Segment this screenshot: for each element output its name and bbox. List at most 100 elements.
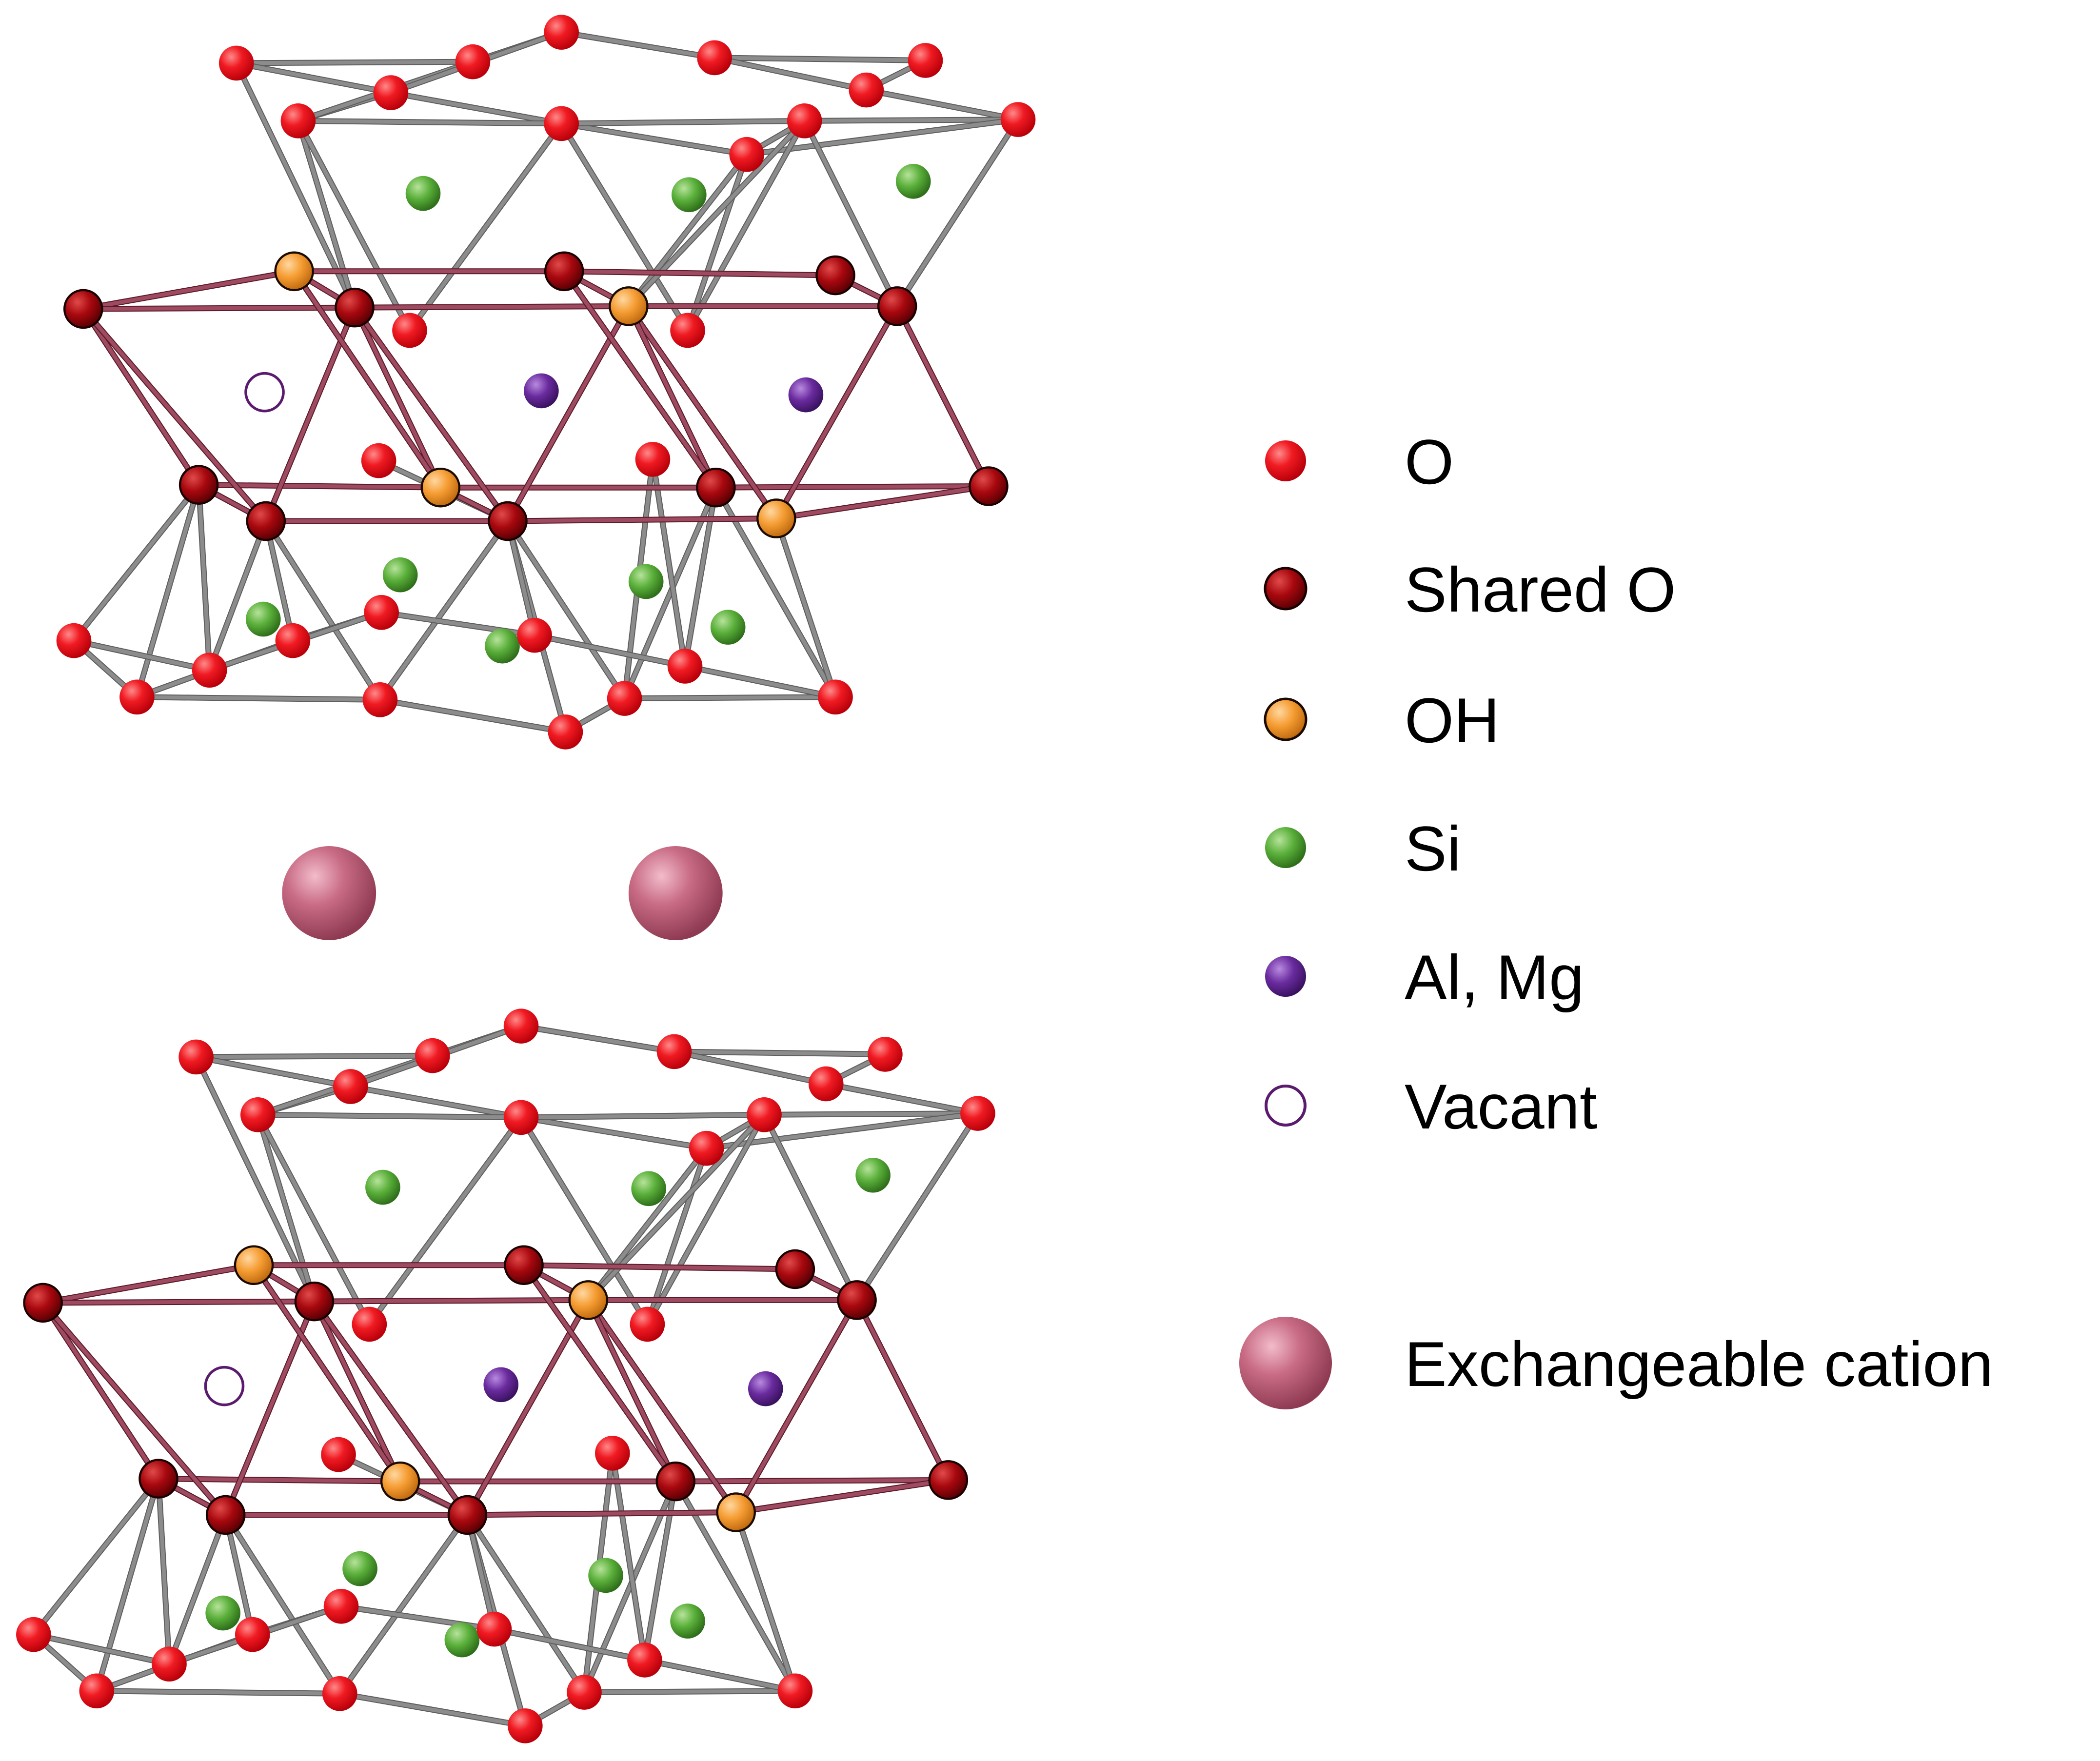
legend-item-al-mg: Al, Mg <box>1265 942 1584 1013</box>
octahedral-bond <box>353 305 443 490</box>
hydroxyl-atom <box>716 1492 756 1532</box>
shared-oxygen-atom <box>815 255 855 296</box>
silicon-legend-marker <box>1265 827 1306 868</box>
tetrahedral-bond <box>713 56 869 92</box>
tetrahedral-bond <box>296 119 357 310</box>
tetrahedral-bond <box>519 1112 767 1120</box>
tetrahedral-bond <box>582 1479 678 1695</box>
oxygen-atom <box>333 1069 368 1104</box>
oxygen-atom <box>415 1038 450 1073</box>
tetrahedral-bond <box>194 1053 435 1059</box>
octahedral-bond <box>41 1301 228 1517</box>
legend-item-oxygen: O <box>1265 426 1454 497</box>
octahedral-bond <box>586 1298 678 1484</box>
oxygen-atom <box>595 1436 630 1471</box>
tetrahedral-bond <box>713 485 837 699</box>
legend-item-shared-oxygen: Shared O <box>1264 554 1676 625</box>
shared-oxygen-atom <box>63 289 103 329</box>
octahedral-bond <box>312 1298 591 1304</box>
tetrahedral-bond <box>686 119 807 333</box>
octahedral-bond <box>41 1263 256 1305</box>
tetrahedral-bond <box>622 485 718 701</box>
octahedral-bond <box>713 484 991 490</box>
octahedral-bond <box>734 1478 951 1515</box>
octahedral-bond <box>353 304 631 310</box>
oxygen-atom <box>630 1306 665 1342</box>
tetrahedral-bond <box>194 1055 353 1088</box>
tetrahedral-bond <box>407 121 564 333</box>
oxygen-atom <box>322 1676 357 1711</box>
legend-label-oxygen: O <box>1405 426 1454 497</box>
tetrahedral-bond <box>223 1513 342 1696</box>
oxygen-atom <box>567 1675 602 1710</box>
shared-oxygen-atom <box>294 1281 335 1322</box>
oxygen-atom <box>192 653 227 688</box>
al-mg-atom <box>788 377 824 413</box>
octahedral-bond <box>506 516 778 523</box>
shared-oxygen-atom <box>544 251 584 292</box>
shared-oxygen-atom <box>246 501 286 541</box>
exchangeable-cation <box>282 846 376 940</box>
tetrahedral-bond <box>95 1689 342 1696</box>
shared-oxygen-atom <box>655 1461 696 1502</box>
oxygen-atom <box>235 1617 270 1652</box>
silicon-atom <box>245 601 281 637</box>
oxygen-atom <box>364 595 399 630</box>
octahedral-bond <box>674 1478 951 1484</box>
oxygen-atom <box>635 442 671 477</box>
silicon-atom <box>631 1171 666 1207</box>
hydroxyl-atom <box>568 1280 609 1320</box>
silicon-atom <box>672 177 707 213</box>
shared-oxygen-atom <box>447 1495 488 1535</box>
oxygen-atom <box>323 1588 359 1624</box>
octahedral-bond <box>562 269 837 277</box>
oxygen-atom <box>275 623 311 658</box>
tetrahedral-bond <box>582 1689 797 1695</box>
tetrahedral-bond <box>642 1479 678 1662</box>
octahedral-bond <box>895 304 991 488</box>
interlayer-cations <box>282 846 723 940</box>
octahedral-bond <box>292 269 443 490</box>
tetrahedral-bond <box>167 1513 228 1666</box>
tetrahedral-bond <box>674 1479 797 1693</box>
tetrahedral-bond <box>256 1112 317 1304</box>
tetrahedral-bond <box>296 119 564 126</box>
tetrahedral-bond <box>762 1112 859 1302</box>
oxygen-atom <box>178 1039 214 1075</box>
shared-oxygen-atom <box>205 1495 246 1535</box>
shared-oxygen-atom <box>178 465 219 505</box>
tetrahedral-bond <box>95 1477 160 1693</box>
tetrahedral-bond <box>713 56 928 62</box>
legend-label-hydroxyl: OH <box>1405 685 1500 756</box>
tetrahedral-bond <box>264 519 382 702</box>
oxygen-atom <box>373 75 409 110</box>
tetrahedral-bond <box>72 638 212 673</box>
tetrahedral-bond <box>802 118 1020 123</box>
oxygen-atom <box>868 1037 903 1072</box>
exchangeable-cation-legend-marker <box>1239 1317 1332 1409</box>
octahedral-bond <box>81 307 268 523</box>
layer-bottom <box>16 1009 995 1743</box>
legend-label-shared-oxygen: Shared O <box>1405 554 1676 625</box>
oxygen-atom <box>240 1097 276 1132</box>
octahedral-bond <box>156 1477 402 1484</box>
tetrahedral-bond <box>197 483 212 673</box>
oxygen-atom <box>777 1673 813 1709</box>
octahedral-bond <box>41 1301 160 1481</box>
silicon-atom <box>628 564 664 599</box>
shared-oxygen-atom <box>139 1459 178 1499</box>
hydroxyl-legend-marker <box>1264 697 1308 741</box>
tetrahedral-bond <box>378 519 510 702</box>
oxygen-atom <box>697 40 732 76</box>
oxygen-atom <box>908 43 943 78</box>
tetrahedral-bond <box>686 152 749 333</box>
legend-item-silicon: Si <box>1265 813 1461 884</box>
oxygen-atom <box>321 1437 356 1472</box>
tetrahedral-bond <box>622 695 837 701</box>
legend: O Shared O OH Si Al, Mg Vacant Exchangea… <box>1239 426 1993 1409</box>
oxygen-atom <box>280 103 316 139</box>
shared-oxygen-atom <box>775 1249 815 1289</box>
tetrahedral-bond <box>774 516 837 699</box>
octahedral-bond <box>81 269 297 311</box>
